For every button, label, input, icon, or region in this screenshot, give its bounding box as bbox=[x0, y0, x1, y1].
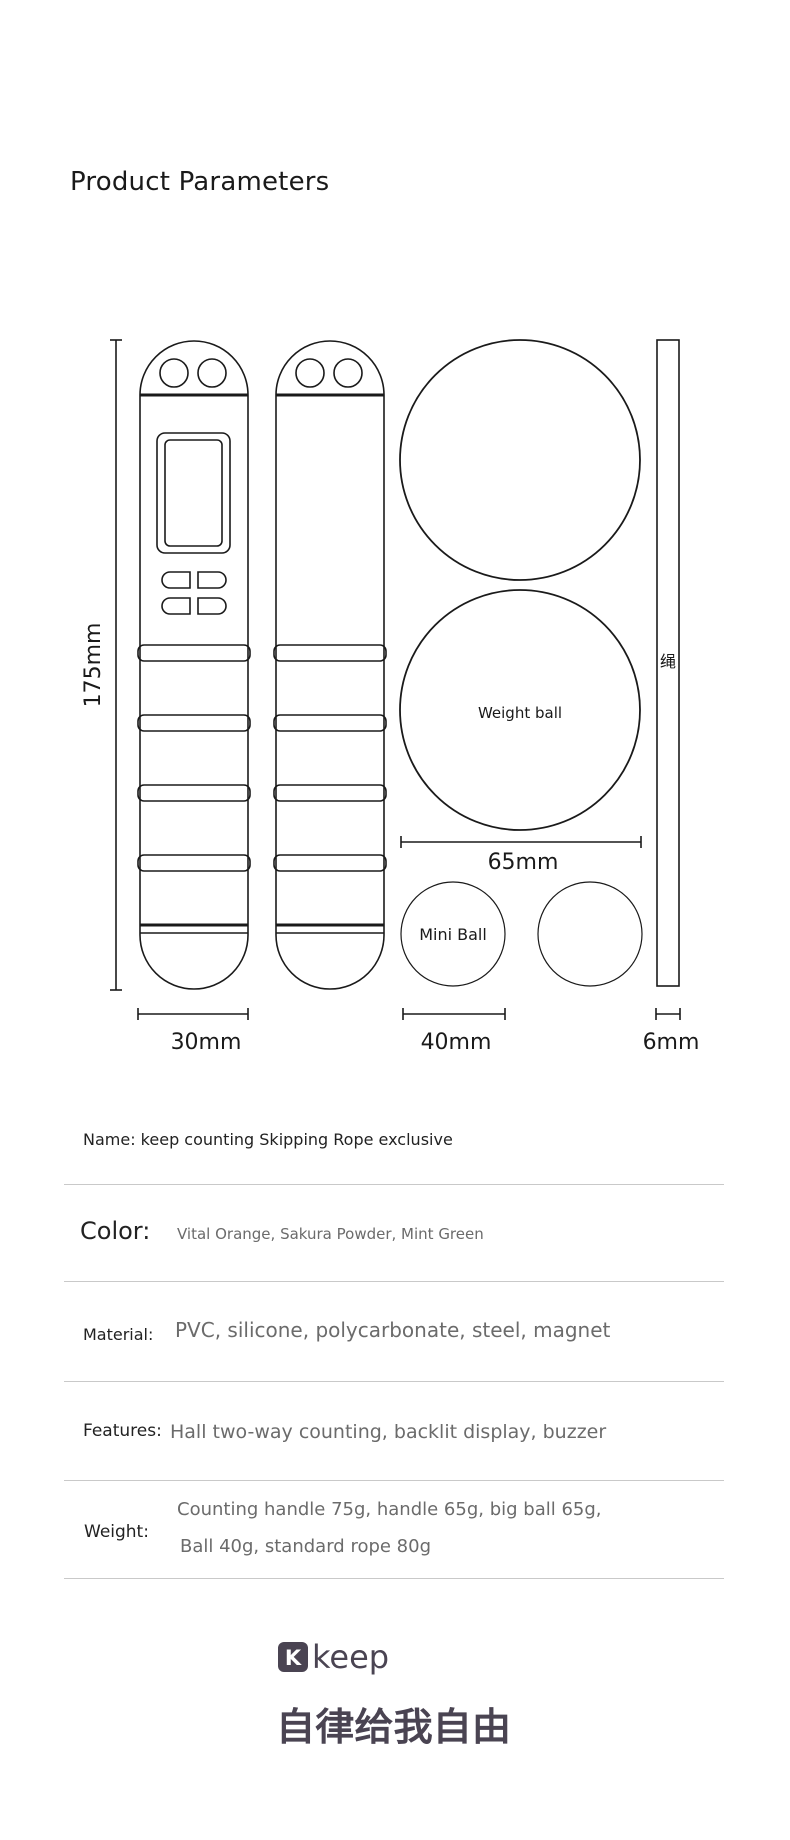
mini-ball-second bbox=[537, 881, 643, 987]
rope-width-dimension bbox=[655, 1008, 681, 1020]
plain-handle bbox=[273, 340, 387, 990]
mini-width-dimension bbox=[402, 1008, 506, 1020]
mini-ball bbox=[400, 881, 506, 987]
color-value: Vital Orange, Sakura Powder, Mint Green bbox=[177, 1225, 484, 1243]
param-row-color: Color: Vital Orange, Sakura Powder, Mint… bbox=[64, 1185, 724, 1282]
keep-brand-logo: K keep 自律给我自由 bbox=[276, 1640, 511, 1749]
weight-ball bbox=[399, 589, 641, 831]
rope bbox=[656, 339, 680, 987]
handle-grip-rings bbox=[137, 644, 251, 872]
color-label: Color: bbox=[80, 1217, 151, 1245]
weight-ball-label: Weight ball bbox=[478, 704, 562, 722]
ball-width-dimension bbox=[400, 836, 642, 848]
param-row-material: Material: PVC, silicone, polycarbonate, … bbox=[64, 1282, 724, 1382]
material-label: Material: bbox=[83, 1325, 154, 1344]
parameters-list: Name: keep counting Skipping Rope exclus… bbox=[64, 1100, 724, 1579]
keep-logo-badge bbox=[278, 1642, 308, 1672]
rope-label: 绳 bbox=[660, 652, 676, 671]
handle-width-label: 30mm bbox=[171, 1030, 242, 1055]
param-row-features: Features: Hall two-way counting, backlit… bbox=[64, 1382, 724, 1481]
mini-ball-label: Mini Ball bbox=[419, 925, 487, 944]
param-row-weight: Weight: Counting handle 75g, handle 65g,… bbox=[64, 1481, 724, 1579]
features-label: Features: bbox=[83, 1421, 162, 1441]
height-dimension bbox=[110, 339, 122, 991]
brand-slogan: 自律给我自由 bbox=[276, 1705, 511, 1749]
height-label: 175mm bbox=[81, 623, 106, 708]
param-name: Name: keep counting Skipping Rope exclus… bbox=[83, 1130, 453, 1149]
handle-width-dimension bbox=[137, 1008, 249, 1020]
rope-width-label: 6mm bbox=[643, 1030, 700, 1055]
ball-width-label: 65mm bbox=[488, 850, 559, 875]
features-value: Hall two-way counting, backlit display, … bbox=[170, 1421, 607, 1443]
keep-logo-word: keep bbox=[312, 1640, 389, 1676]
weight-ball-top bbox=[399, 339, 641, 581]
weight-label: Weight: bbox=[84, 1522, 149, 1542]
mini-width-label: 40mm bbox=[421, 1030, 492, 1055]
page-title: Product Parameters bbox=[70, 167, 330, 197]
keep-logo-letter: K bbox=[285, 1646, 302, 1670]
param-row-name: Name: keep counting Skipping Rope exclus… bbox=[64, 1100, 724, 1185]
material-value: PVC, silicone, polycarbonate, steel, mag… bbox=[175, 1318, 611, 1342]
handle-grip-rings bbox=[273, 644, 387, 872]
counting-handle bbox=[137, 340, 251, 990]
product-diagram: 175mm bbox=[81, 339, 700, 1055]
weight-value-line2: Ball 40g, standard rope 80g bbox=[180, 1536, 432, 1557]
weight-value-line1: Counting handle 75g, handle 65g, big bal… bbox=[177, 1499, 602, 1520]
